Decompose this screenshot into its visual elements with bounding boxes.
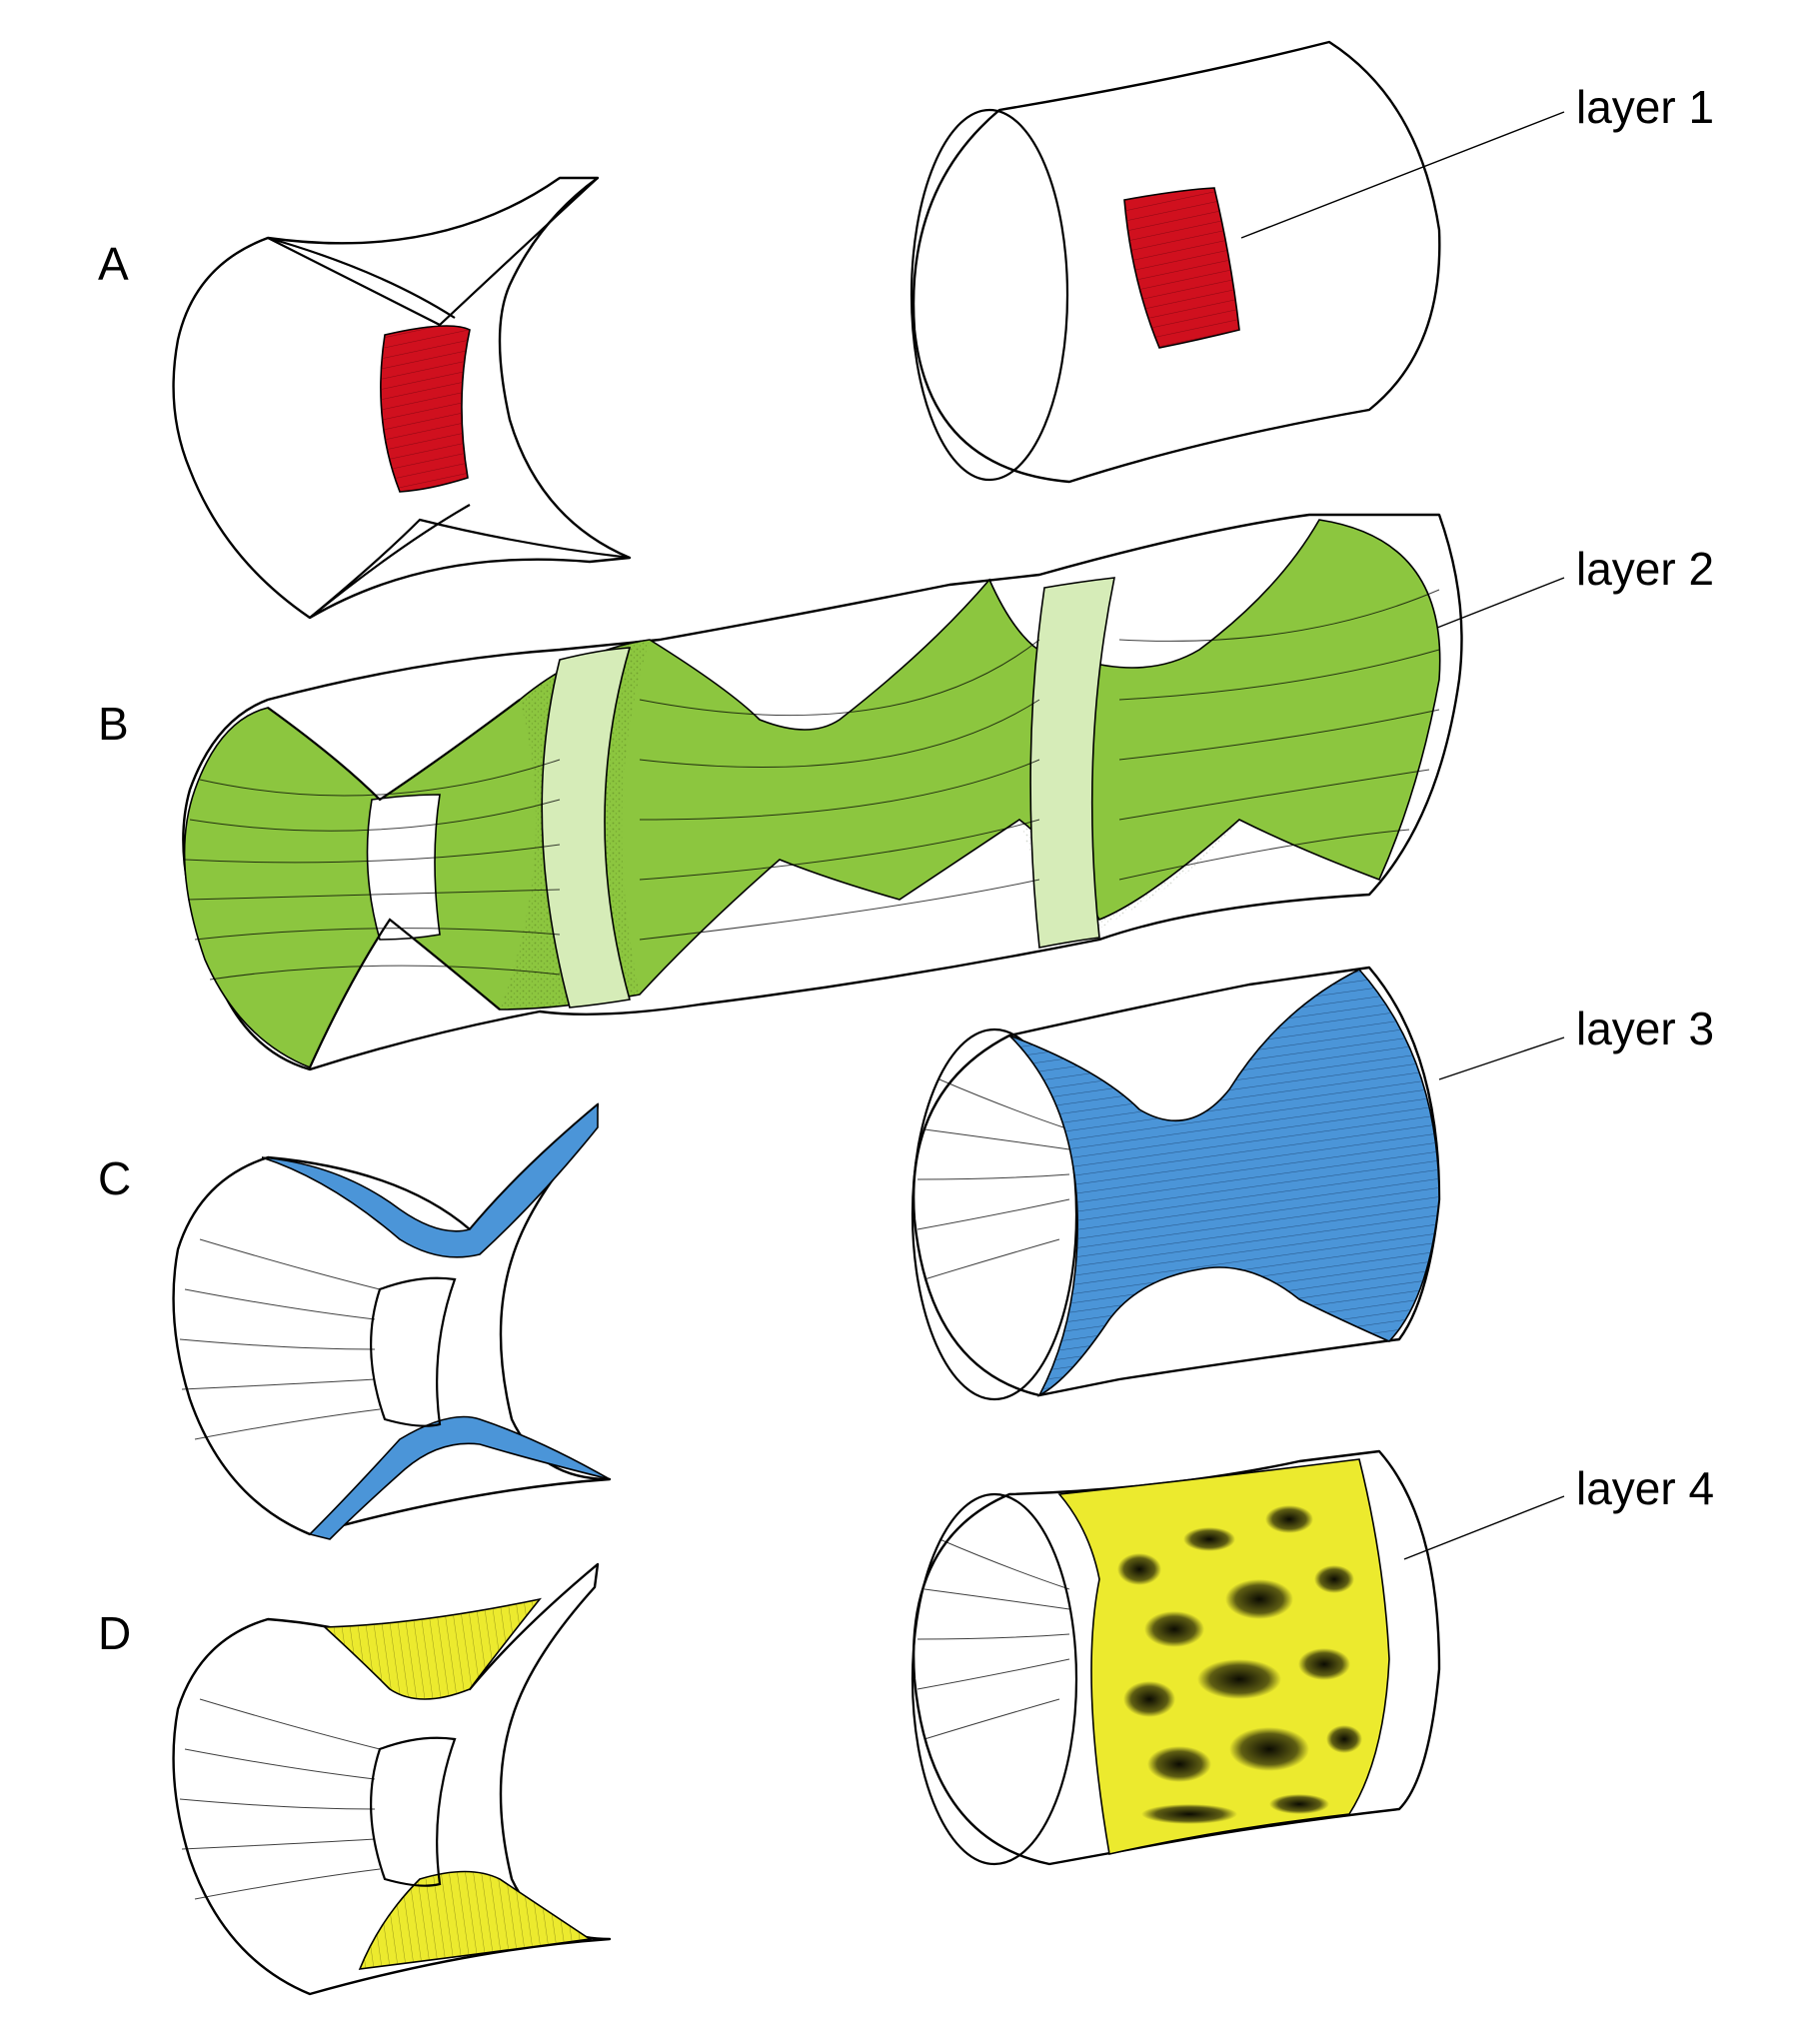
layer-label-3: layer 3 (1576, 1003, 1714, 1054)
panel-b-fibre-lines (184, 589, 1440, 981)
layer-1-leader-line (1240, 111, 1565, 239)
panel-a-section-drawing (172, 176, 632, 620)
layer-3-drawing (910, 966, 1565, 1401)
layer-3-leader-line (1438, 1036, 1565, 1080)
panel-letter-b: B (98, 698, 129, 750)
layer-4-leader-line (1403, 1495, 1565, 1560)
panel-b-band-1 (541, 647, 632, 1009)
panel-letter-d: D (98, 1607, 131, 1659)
panel-c-blue-bottom (308, 1415, 611, 1540)
panel-b-white-gap (366, 794, 441, 941)
panel-letter-c: C (98, 1152, 131, 1204)
panel-b-layer-2-drawing (182, 513, 1565, 1071)
panel-c-blue-top (261, 1102, 599, 1258)
panel-d-fibre-lines (179, 1698, 381, 1900)
panel-c-section-drawing (172, 1102, 612, 1540)
layer-2-leader-line (1436, 577, 1565, 629)
layer-4-drawing (910, 1449, 1565, 1866)
layer-label-4: layer 4 (1576, 1462, 1714, 1514)
panel-d-section-drawing (172, 1562, 612, 1996)
panel-letter-a: A (98, 238, 129, 290)
layer-3-inner-lines (916, 1078, 1070, 1280)
layer-label-2: layer 2 (1576, 543, 1714, 595)
layer-4-trabecular-pores (1117, 1505, 1362, 1824)
layer-label-1: layer 1 (1576, 81, 1714, 133)
layer-4-inner-lines (916, 1538, 1070, 1740)
layer-1-drawing (910, 40, 1565, 484)
panel-b-band-2 (1029, 577, 1116, 949)
panel-c-fibre-lines (179, 1238, 381, 1440)
